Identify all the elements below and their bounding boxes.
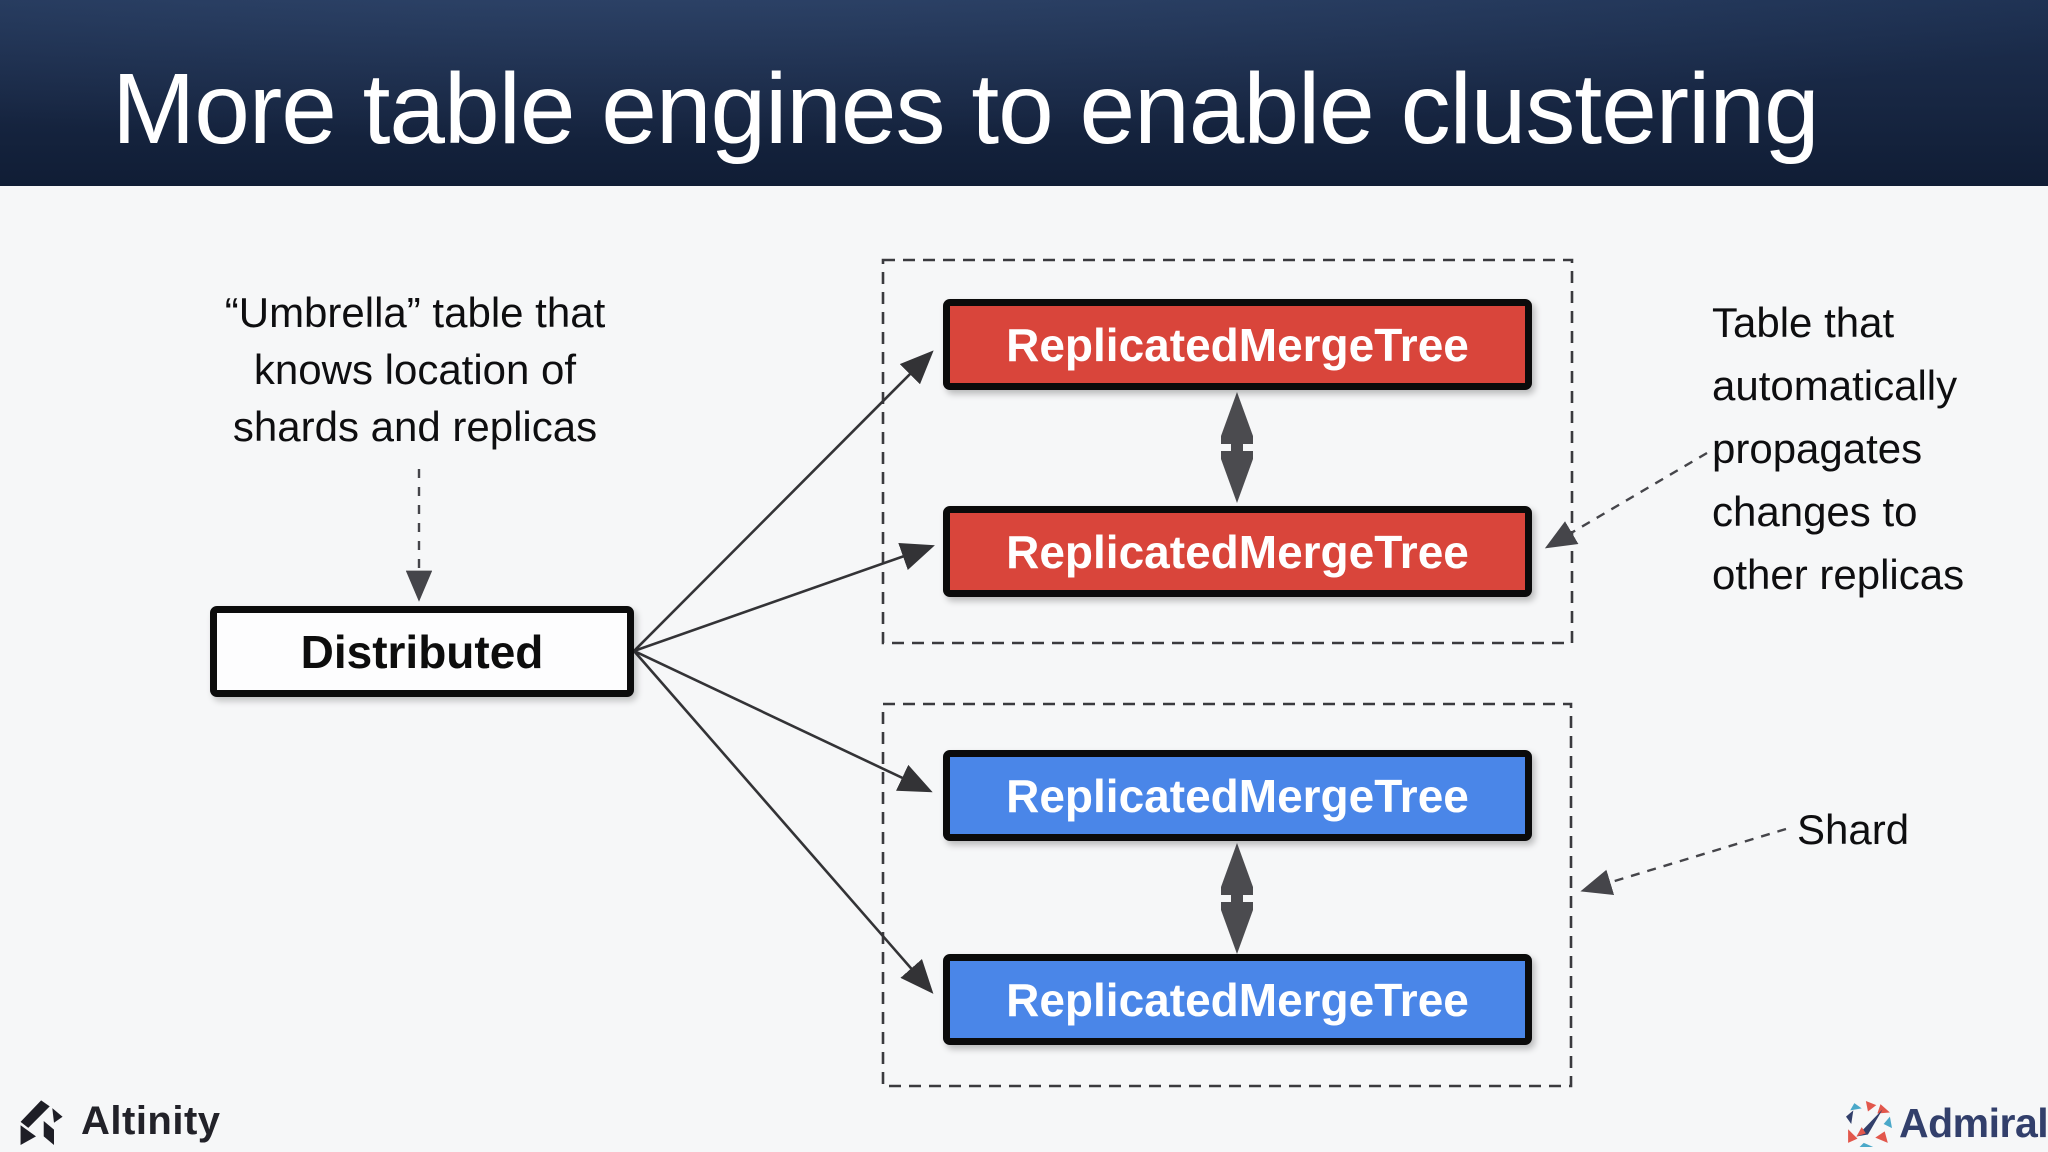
engine-box-label: ReplicatedMergeTree [1006, 769, 1469, 822]
engine-box-label: ReplicatedMergeTree [1006, 318, 1469, 371]
sync-arrow-shard-2 [1221, 843, 1253, 954]
replica-note: Table that automatically propagates chan… [1712, 299, 1965, 598]
engine-box-label: ReplicatedMergeTree [1006, 525, 1469, 578]
arrow-shard-note-to-frame [1580, 827, 1787, 895]
distributed-table-box: Distributed [210, 606, 634, 697]
arrow-distributed-to-replica-4 [633, 650, 934, 994]
altinity-logo: Altinity [18, 1096, 221, 1146]
sync-arrow-shard-1 [1221, 392, 1253, 503]
arrow-distributed-to-replica-3 [633, 649, 933, 793]
altinity-logo-text: Altinity [81, 1098, 221, 1143]
replicated-merge-tree-box-shard1-replica1: ReplicatedMergeTree [943, 299, 1532, 390]
slide-header: More table engines to enable clustering [0, 0, 2048, 186]
admiral-logo-icon [1846, 1100, 1892, 1147]
shard-label: Shard [1797, 806, 1910, 853]
slide-title: More table engines to enable clustering [112, 52, 1820, 165]
arrow-replica-note-to-box [1544, 451, 1708, 549]
admiral-logo: Admiral [1846, 1100, 2048, 1147]
shard-2-frame [881, 702, 1573, 1088]
arrow-distributed-to-replica-1 [633, 350, 934, 652]
altinity-logo-icon [20, 1100, 63, 1145]
replicated-merge-tree-box-shard2-replica2: ReplicatedMergeTree [943, 954, 1532, 1045]
arrow-distributed-to-replica-2 [633, 542, 935, 653]
shard-1-frame [881, 258, 1574, 645]
distributed-table-label: Distributed [300, 625, 544, 678]
umbrella-note: “Umbrella” table that knows location of … [224, 289, 606, 450]
admiral-logo-text: Admiral [1899, 1100, 2048, 1146]
engine-box-label: ReplicatedMergeTree [1006, 973, 1469, 1026]
replicated-merge-tree-box-shard2-replica1: ReplicatedMergeTree [943, 750, 1532, 841]
replicated-merge-tree-box-shard1-replica2: ReplicatedMergeTree [943, 506, 1532, 597]
